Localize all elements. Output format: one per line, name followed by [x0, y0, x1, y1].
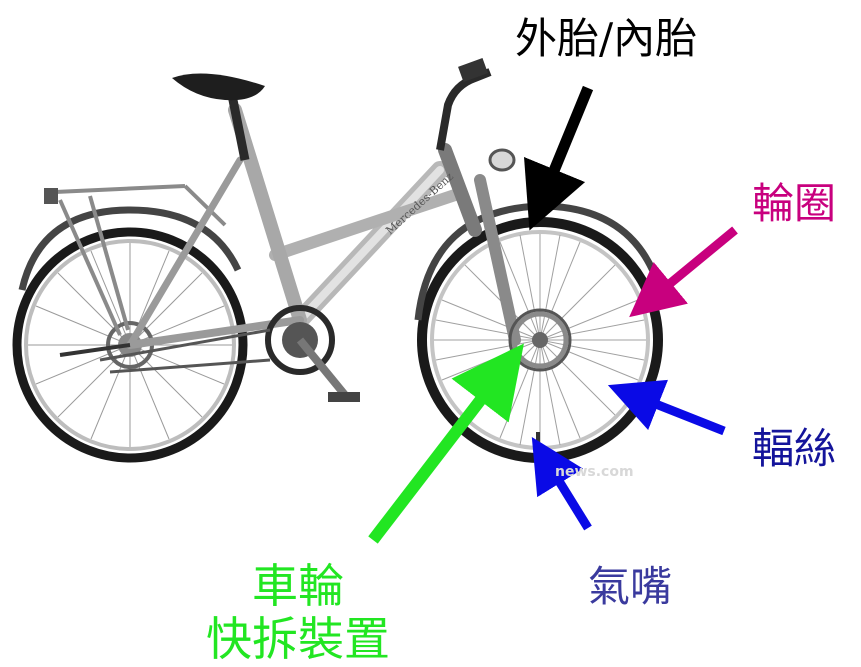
spokes-label: 輻絲 — [752, 424, 837, 473]
valve-label: 氣嘴 — [588, 562, 673, 611]
tire-label: 外胎/內胎 — [515, 14, 698, 63]
tire-arrow — [524, 85, 594, 231]
valve-arrow — [531, 437, 592, 531]
quick-release-label-line1: 車輪 — [252, 559, 344, 613]
handlebar — [436, 68, 492, 151]
rim-arrow — [629, 226, 738, 318]
quick-release-label: 車輪 快拆裝置 — [206, 560, 390, 666]
saddle — [172, 73, 265, 101]
quick-release-arrow — [368, 343, 524, 544]
quick-release-label-line2: 快拆裝置 — [206, 611, 390, 666]
rear-fender — [18, 206, 242, 291]
rim-label: 輪圈 — [752, 179, 837, 228]
frame — [126, 103, 521, 349]
rear-rack — [44, 184, 227, 336]
watermark: news.com — [555, 464, 634, 480]
spokes-arrow — [607, 379, 726, 436]
bicycle-illustration: Mercedes-Benz — [12, 58, 664, 463]
